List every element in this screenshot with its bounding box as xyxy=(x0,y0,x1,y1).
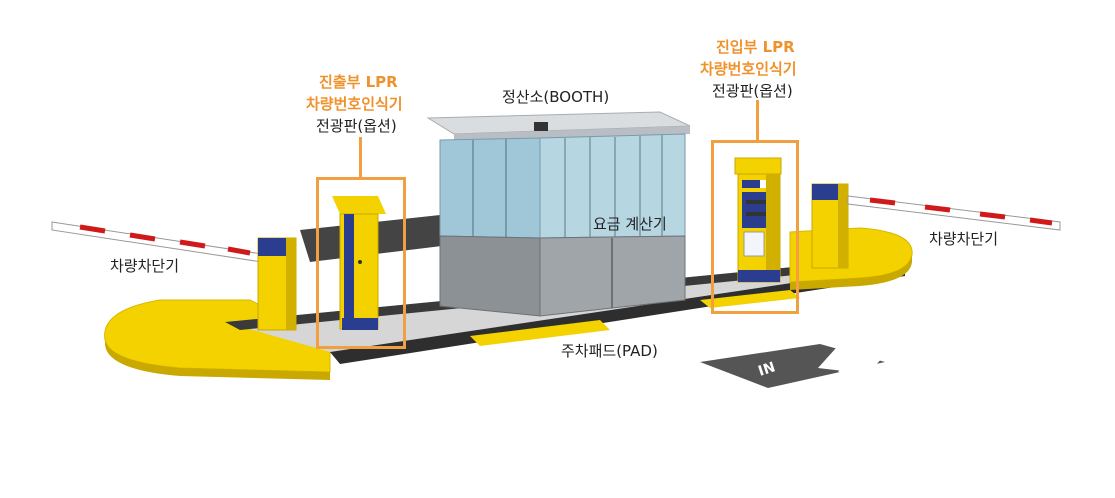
exit-lpr-pole xyxy=(332,196,386,330)
left-barrier-body xyxy=(257,237,297,331)
left-barrier-arm xyxy=(51,221,263,263)
exit-lpr-highlight-box xyxy=(316,177,406,349)
barrier-label-right: 차량차단기 xyxy=(929,230,999,248)
booth xyxy=(426,111,691,317)
barrier-label-left: 차량차단기 xyxy=(110,257,180,275)
in-floor-marker: IN xyxy=(700,344,885,388)
right-barrier-arm xyxy=(847,195,1061,231)
entry-lpr-label-line3: 전광판(옵션) xyxy=(712,82,793,100)
right-island xyxy=(789,227,913,290)
pay-machine-label: 요금 계산기 xyxy=(593,215,667,233)
pad-label: 주차패드(PAD) xyxy=(561,342,658,360)
exit-lpr-label-line2: 차량번호인식기 xyxy=(306,95,403,113)
in-marker-text: IN xyxy=(756,359,777,379)
right-barrier-body xyxy=(811,183,849,269)
entry-lpr-label-line1: 진입부 LPR xyxy=(716,38,795,56)
exit-lpr-leader-line xyxy=(359,137,362,177)
entry-lpr-kiosk xyxy=(734,157,782,283)
entry-lpr-label-line2: 차량번호인식기 xyxy=(700,60,797,78)
exit-lpr-label-line3: 전광판(옵션) xyxy=(316,117,397,135)
entry-lpr-highlight-box xyxy=(711,140,799,314)
entry-lpr-leader-line xyxy=(756,100,759,140)
booth-label: 정산소(BOOTH) xyxy=(502,88,610,106)
exit-lpr-label-line1: 진출부 LPR xyxy=(319,73,398,91)
